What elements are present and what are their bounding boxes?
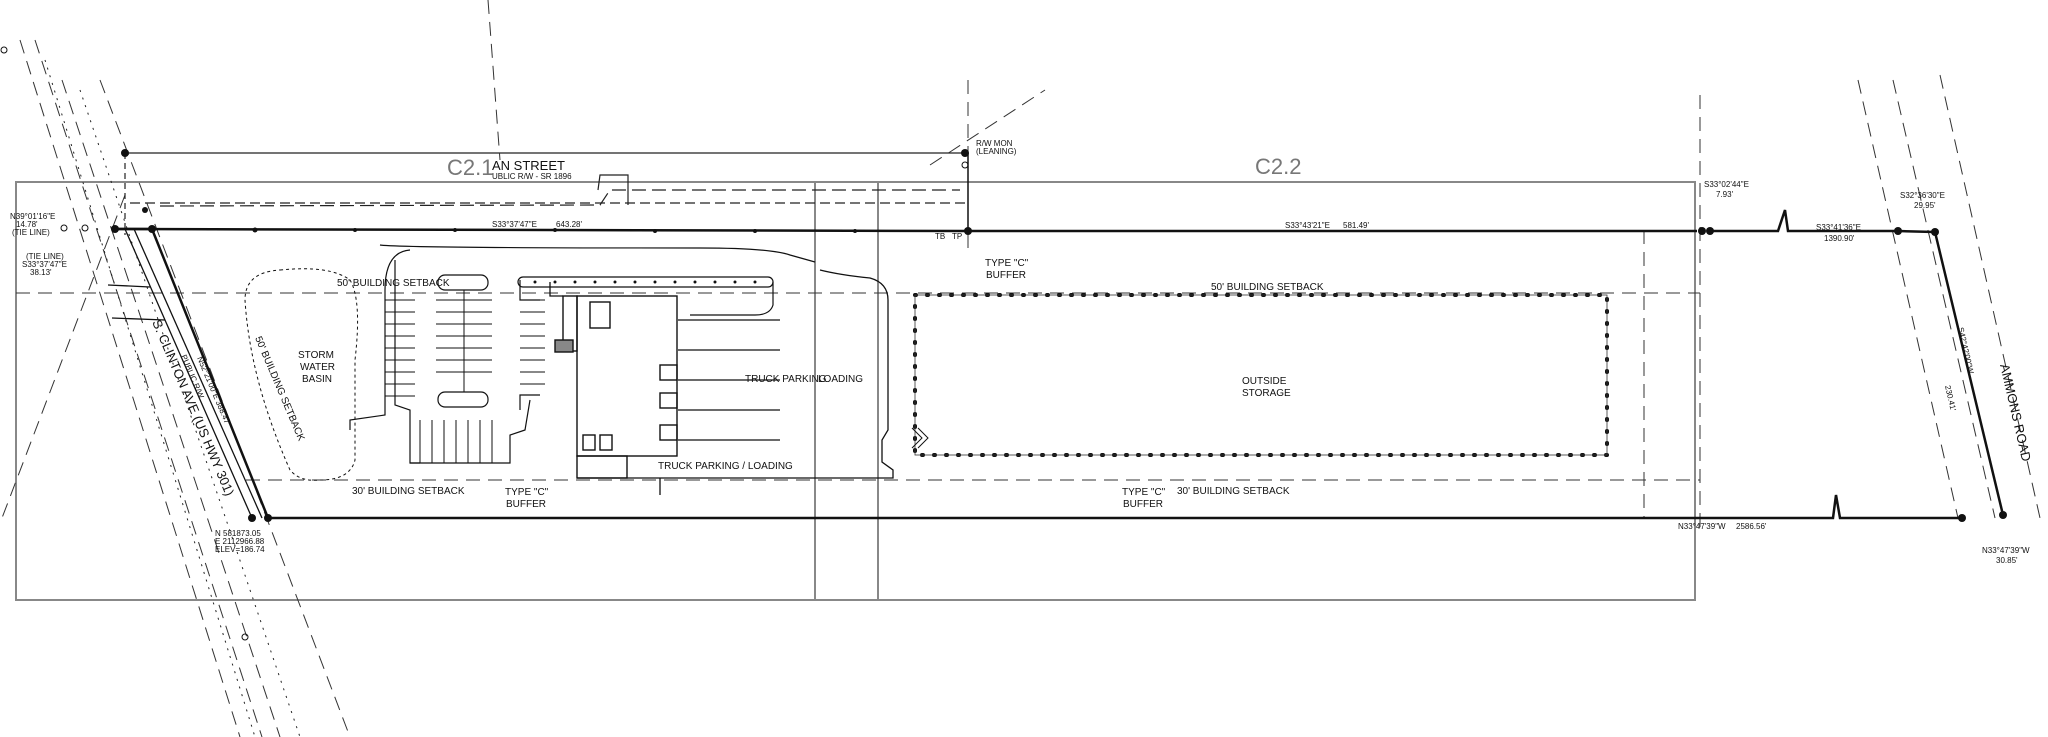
truck-parking-loading-label: TRUCK PARKING / LOADING (658, 461, 793, 472)
coord-north: N 581873.05 (215, 529, 261, 538)
rw-mon-note: R/W MON (976, 139, 1013, 148)
street-row: UBLIC R/W - SR 1896 (492, 172, 572, 181)
sheet-frames (15, 181, 1696, 601)
bearing-top-right-dist: 581.49' (1343, 221, 1369, 230)
rw-mon-sub: (LEANING) (976, 147, 1017, 156)
bearing-far-c: S32°36'30"E (1900, 191, 1945, 200)
street-name: AN STREET (492, 158, 565, 173)
sheet-frame-c21 (15, 181, 879, 601)
bearing-far-a-dist: 7.93' (1716, 190, 1734, 199)
bearing-right-edge-dist: 230.41' (1943, 384, 1958, 412)
ammons-road-label: AMMONS ROAD (1997, 362, 2034, 462)
sidewalk-posts (533, 280, 757, 284)
tie-line-1-bearing: N39°01'16"E (10, 212, 55, 221)
bearing-top-left: S33°37'47"E (492, 220, 537, 229)
setback-50-left: 50' BUILDING SETBACK (337, 278, 450, 289)
outside-storage-fence (913, 293, 1609, 457)
bearing-top-left-dist: 643.28' (556, 220, 582, 229)
outside-storage-fence-line (914, 294, 1608, 456)
bearing-far-c-dist: 29.95' (1914, 201, 1936, 210)
tie-line-2-bearing: S33°37'47"E (22, 260, 67, 269)
buffer-bottom-left-line1: TYPE "C" (505, 487, 549, 498)
storm-basin-line3: BASIN (302, 374, 332, 385)
setback-50-right: 50' BUILDING SETBACK (1211, 282, 1324, 293)
boundary-monuments (111, 149, 2007, 522)
tp-note: TP (952, 232, 962, 241)
buffer-bottom-right-line2: BUFFER (1123, 499, 1163, 510)
clinton-frontage (107, 228, 263, 519)
bearing-far-b-dist: 1390.90' (1824, 234, 1855, 243)
bearing-bottom-dist: 2586.56' (1736, 522, 1767, 531)
truck-parking-label: TRUCK PARKING (745, 374, 827, 385)
sheet-frame-c22 (814, 181, 1696, 601)
storm-basin-line2: WATER (300, 362, 335, 373)
tb-note: TB (935, 232, 945, 241)
buffer-bottom-left-line2: BUFFER (506, 499, 546, 510)
tie-line-2-note: (TIE LINE) (26, 252, 64, 261)
buffer-top-line1: TYPE "C" (985, 258, 1029, 269)
row-lines-clinton (44, 59, 301, 737)
street-edge (124, 152, 965, 235)
gate (911, 427, 929, 449)
bearing-far-a: S33°02'44"E (1704, 180, 1749, 189)
parking-lot (349, 244, 816, 464)
bearing-bottom-right-dist: 30.85' (1996, 556, 2018, 565)
loading-label: LOADING (818, 374, 863, 385)
bearing-far-b: S33°41'36"E (1816, 223, 1861, 232)
coord-east: E 2112966.88 (215, 537, 265, 546)
tie-line-2-dist: 38.13' (30, 268, 52, 277)
bearing-bottom: N33°47'39"W (1678, 522, 1726, 531)
tie-line-1-note: (TIE LINE) (12, 228, 50, 237)
buffer-top-line2: BUFFER (986, 270, 1026, 281)
truck-apron (549, 269, 894, 495)
sheet-label-c22: C2.2 (1255, 154, 1301, 179)
bearing-top-right: S33°43'21"E (1285, 221, 1330, 230)
outside-storage-line2: STORAGE (1242, 388, 1291, 399)
sheet-label-c21: C2.1 (447, 155, 493, 180)
bearing-right-edge: S42°42'00"W (1956, 326, 1975, 374)
tie-line-1-dist: 14.78' (16, 220, 38, 229)
setback-30-left: 30' BUILDING SETBACK (352, 486, 465, 497)
outside-storage-line1: OUTSIDE (1242, 376, 1287, 387)
setback-30-right: 30' BUILDING SETBACK (1177, 486, 1290, 497)
power-poles (0, 46, 969, 641)
bearing-bottom-right: N33°47'39"W (1982, 546, 2030, 555)
buffer-bottom-right-line1: TYPE "C" (1122, 487, 1166, 498)
storm-basin-line1: STORM (298, 350, 334, 361)
parking-stalls (385, 290, 545, 463)
storm-water-basin (244, 268, 359, 481)
coord-elev: ELEV=186.74 (215, 545, 265, 554)
sidewalk (517, 276, 774, 316)
building (554, 295, 678, 479)
